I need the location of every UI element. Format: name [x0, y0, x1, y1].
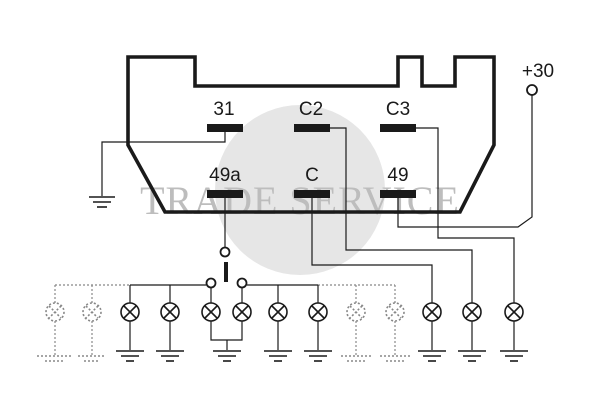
lamp-optional-2 [82, 285, 102, 355]
lamp-5 [268, 285, 288, 350]
lamp-3 [201, 288, 221, 335]
supply-label: +30 [522, 61, 554, 82]
ground-optional-2 [78, 355, 106, 362]
ground-lamp-center [213, 350, 241, 362]
watermark-text: TRADE SERVICE [140, 178, 460, 223]
lamp-optional-1 [45, 285, 65, 355]
lamp-8 [462, 300, 482, 350]
relay-housing [126, 55, 496, 214]
pin-label-C3: C3 [386, 99, 410, 120]
lamp-7 [422, 300, 442, 350]
pin-label-C: C [305, 165, 319, 186]
pin-label-C2: C2 [299, 99, 323, 120]
pin-label-31: 31 [213, 99, 234, 120]
pin-C [294, 190, 330, 198]
wire-C-lamp [311, 198, 433, 300]
pin-label-49a: 49a [209, 165, 241, 186]
pin-49 [380, 190, 416, 198]
wire-center-lamps-join [210, 335, 243, 341]
ground-lamp-9 [500, 350, 528, 362]
lamp-9 [504, 300, 524, 350]
ground-lamp-5 [264, 350, 292, 362]
switch-left-terminal [205, 277, 217, 289]
lamp-6 [308, 285, 328, 350]
ground-optional-3 [341, 355, 371, 362]
supply-terminal [526, 84, 538, 96]
lamp-optional-4 [385, 285, 405, 355]
ground-lamp-8 [458, 350, 486, 362]
ground-symbol-31 [89, 196, 115, 208]
wire-C2-lamp [312, 127, 473, 300]
pin-label-49: 49 [387, 165, 408, 186]
wire-C3-lamp [398, 127, 515, 300]
pin-49a [207, 190, 243, 198]
wire-31-ground [101, 128, 226, 196]
wire-30-to-49 [397, 95, 533, 228]
ground-lamp-2 [156, 350, 184, 362]
lamp-1 [120, 285, 140, 350]
ground-lamp-7 [418, 350, 446, 362]
lamp-2 [160, 285, 180, 350]
lamp-grounds [37, 350, 528, 362]
lamp-optional-3 [346, 285, 366, 355]
ground-lamp-6 [304, 350, 332, 362]
lamp-4 [232, 288, 252, 335]
ground-optional-1 [37, 355, 73, 362]
ground-optional-4 [380, 355, 410, 362]
ground-lamp-1 [116, 350, 144, 362]
switch-common-terminal [219, 246, 231, 258]
lamps [45, 285, 524, 355]
switch-right-terminal [236, 277, 248, 289]
